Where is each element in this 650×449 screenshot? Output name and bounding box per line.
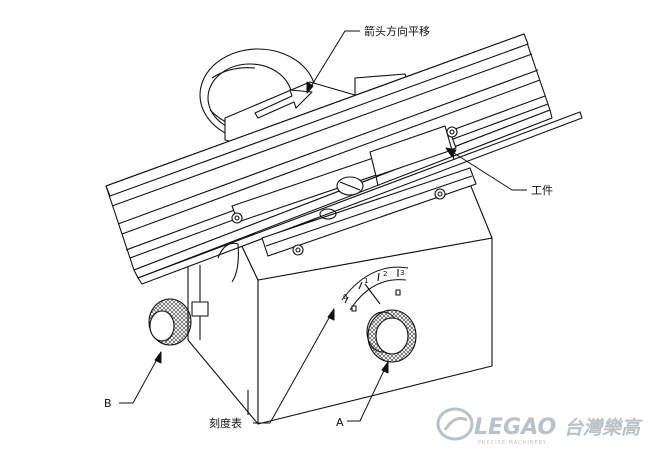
left-wheel xyxy=(217,242,239,283)
label-arrow-direction: 箭头方向平移 xyxy=(364,24,430,38)
label-b: B xyxy=(104,397,112,410)
dial-tick-1: 1 xyxy=(364,277,368,285)
logo-tagline: PRECISE MACHINERY xyxy=(478,440,547,446)
dial-tick-3: 3 xyxy=(400,269,404,277)
knob-b xyxy=(148,298,209,346)
knob-a xyxy=(366,309,417,363)
center-gear xyxy=(319,176,364,220)
logo-cn: 台灣樂高 xyxy=(564,417,643,439)
label-scale: 刻度表 xyxy=(209,416,242,430)
dial-tick-labels: 0 1 2 3 xyxy=(343,269,404,301)
dial-tick-2: 2 xyxy=(383,270,387,278)
bolts xyxy=(231,126,458,256)
dial-tick-0: 0 xyxy=(343,293,347,301)
direction-arrow xyxy=(254,89,313,119)
logo-emblem-icon xyxy=(436,407,474,441)
label-a: A xyxy=(336,416,344,429)
logo-latin: LEGAO xyxy=(474,415,556,440)
brand-logo: LEGAO 台灣樂高 PRECISE MACHINERY xyxy=(436,407,643,446)
scale-dial xyxy=(341,266,409,312)
leader-lines xyxy=(119,30,527,424)
label-workpiece: 工件 xyxy=(531,184,553,197)
